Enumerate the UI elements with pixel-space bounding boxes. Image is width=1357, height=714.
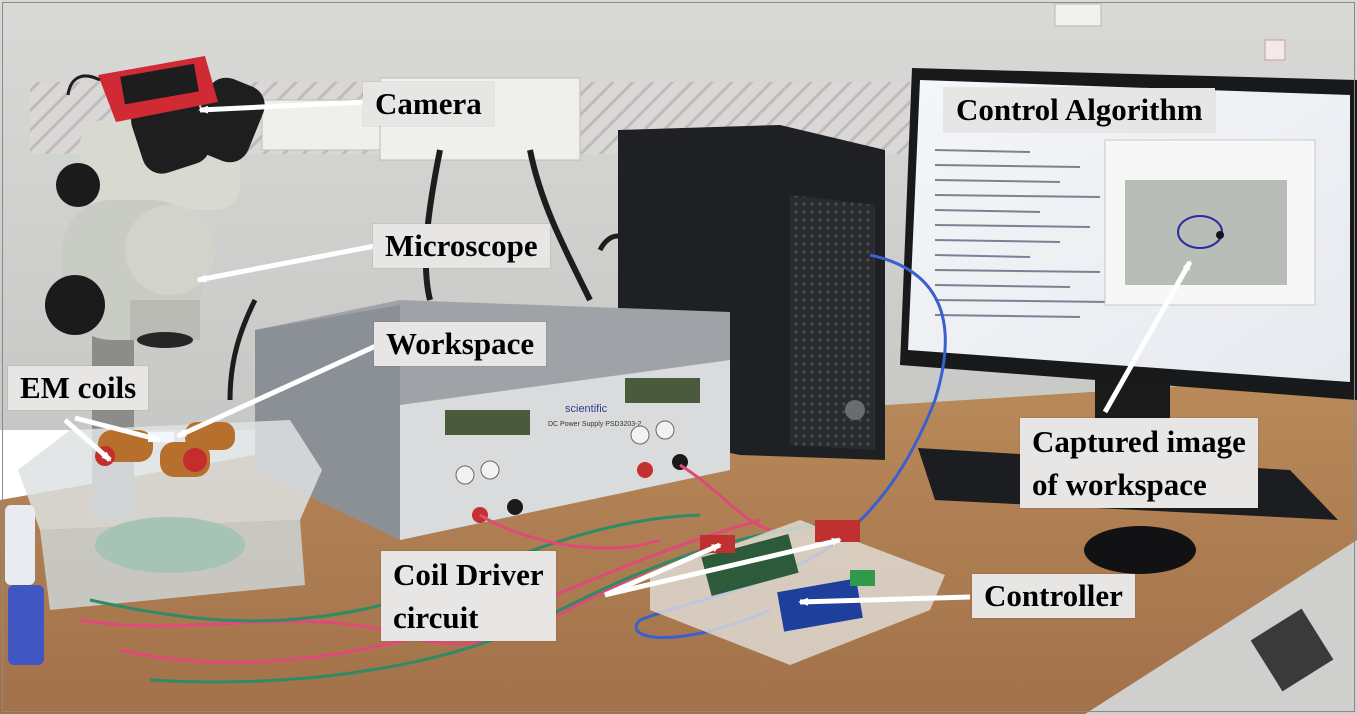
label-workspace: Workspace — [374, 322, 547, 366]
camera-arrow — [198, 99, 366, 114]
label-captured-image-line2: of workspace — [1032, 467, 1207, 502]
left-display — [445, 410, 530, 435]
em-coil-platform — [18, 420, 322, 610]
mouse — [1084, 526, 1196, 574]
drawer-handle — [1250, 608, 1334, 692]
label-captured-image-line1: Captured image — [1032, 424, 1246, 459]
workspace-arrow — [176, 342, 380, 439]
bottle-2 — [8, 585, 44, 665]
power-supply-front — [400, 360, 730, 540]
microscope-arrow — [196, 242, 381, 283]
label-coil-driver: Coil Driver circuit — [381, 551, 556, 641]
label-captured-image: Captured image of workspace — [1020, 418, 1258, 508]
annotation-arrows — [63, 99, 1193, 606]
camera — [66, 56, 218, 122]
pc-logo — [845, 400, 865, 420]
label-em-coils: EM coils — [8, 366, 149, 410]
label-control-algorithm: Control Algorithm — [944, 88, 1215, 132]
label-microscope: Microscope — [373, 224, 550, 268]
coil-driver-arrow-1 — [604, 542, 722, 598]
wall-sticker — [1264, 39, 1286, 61]
bottle-1 — [5, 505, 35, 585]
captured-image-arrow — [1102, 260, 1193, 414]
em-coil-arrow-2 — [63, 418, 112, 462]
em-coil-arrow-1 — [74, 415, 162, 443]
wall-switch — [1054, 3, 1102, 27]
label-coil-driver-line1: Coil Driver — [393, 557, 544, 592]
pc-tower-mesh — [790, 195, 875, 450]
label-coil-driver-line2: circuit — [393, 600, 479, 635]
controller-arrow — [798, 594, 971, 606]
psu-model: DC Power Supply PSD3203-2 — [548, 421, 641, 428]
controller-board — [650, 520, 945, 665]
em-coil-3 — [185, 422, 235, 450]
label-controller: Controller — [972, 574, 1135, 618]
coil-driver-arrow-2 — [604, 537, 842, 598]
captured-workspace-image — [1125, 180, 1287, 285]
right-display — [625, 378, 700, 403]
psu-brand: scientific — [565, 403, 608, 415]
label-camera: Camera — [363, 82, 494, 126]
